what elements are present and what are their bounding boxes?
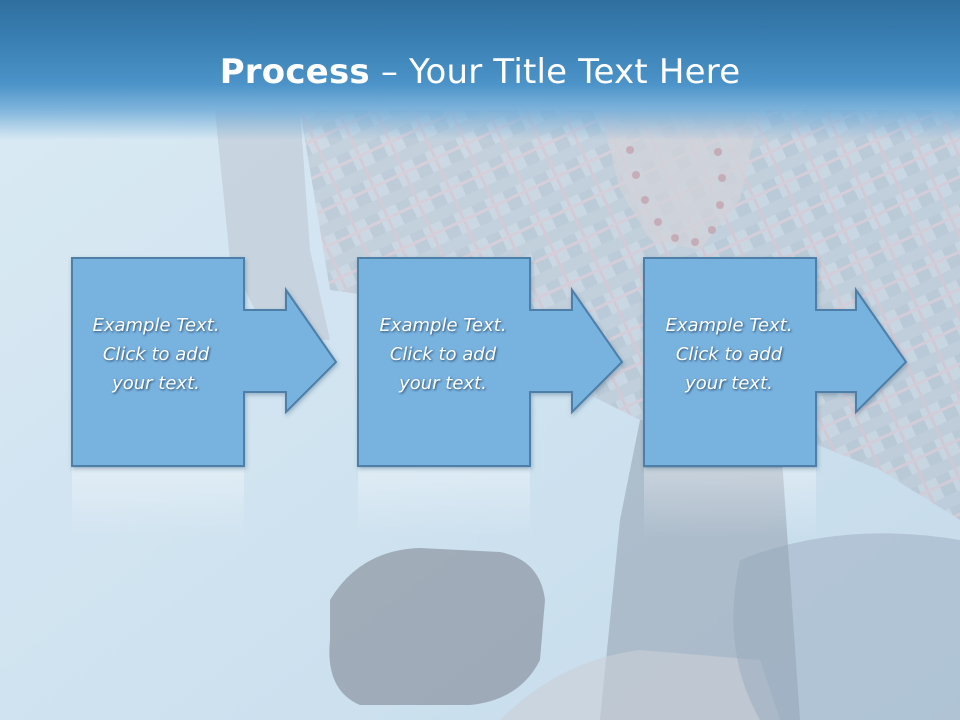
step-3-line-3: your text.: [685, 373, 773, 394]
step-2-shape: [357, 257, 624, 467]
step-3-text[interactable]: Example Text. Click to add your text.: [644, 311, 814, 398]
step-1-line-3: your text.: [112, 373, 200, 394]
step-2-line-1: Example Text.: [379, 315, 507, 336]
step-1-text[interactable]: Example Text. Click to add your text.: [71, 311, 241, 398]
step-2-line-3: your text.: [399, 373, 487, 394]
step-2-text[interactable]: Example Text. Click to add your text.: [358, 311, 528, 398]
step-1-line-2: Click to add: [102, 344, 210, 365]
title-bold-text: Process: [219, 52, 370, 92]
step-2-line-2: Click to add: [389, 344, 497, 365]
reflections: [72, 468, 816, 538]
step-3-line-1: Example Text.: [665, 315, 793, 336]
slide-title: Process – Your Title Text Here: [0, 52, 960, 92]
step-1-line-1: Example Text.: [92, 315, 220, 336]
step-1-shape: [71, 257, 338, 467]
title-rest-text: – Your Title Text Here: [369, 52, 741, 92]
step-3-shape: [643, 257, 908, 467]
title-band: [0, 0, 960, 140]
step-3-line-2: Click to add: [675, 344, 783, 365]
